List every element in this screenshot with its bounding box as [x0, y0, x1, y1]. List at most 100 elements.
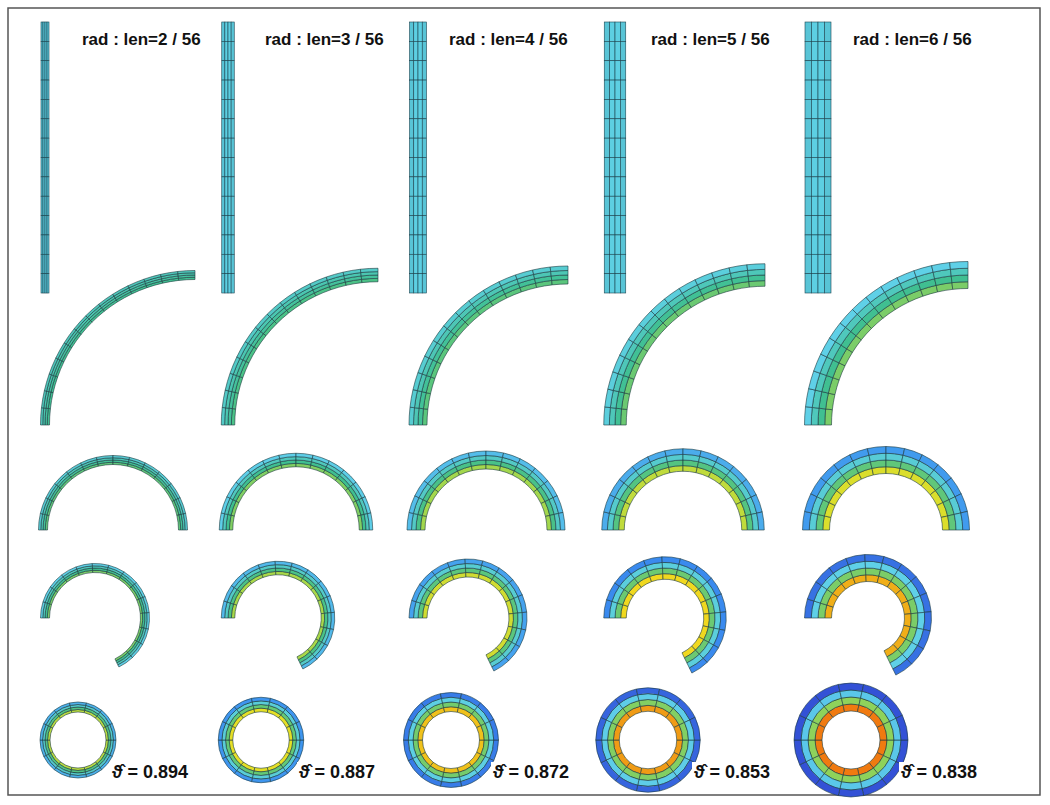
tube-cell	[838, 683, 863, 691]
tube-cell	[952, 282, 968, 290]
closed-ring	[218, 697, 304, 782]
tube-cell	[838, 789, 863, 797]
tube-cell	[222, 158, 225, 177]
tube-cell	[604, 407, 611, 425]
quarter-bent-tube	[41, 271, 196, 426]
tube-cell	[228, 274, 231, 293]
tube-cell	[47, 41, 49, 60]
tube-cell	[258, 561, 275, 568]
tube-cell	[644, 557, 662, 566]
tube-cell	[231, 22, 234, 41]
tube-cell	[825, 80, 832, 99]
tube-cell	[518, 459, 535, 472]
tube-cell	[729, 265, 747, 274]
curled-tube	[604, 557, 727, 673]
tube-cell	[830, 323, 846, 342]
tube-cell	[228, 254, 231, 273]
curled-tube	[409, 559, 527, 671]
tube-cell	[615, 80, 620, 99]
tube-cell	[219, 513, 224, 530]
tube-cell	[465, 559, 483, 565]
tube-cell	[829, 558, 848, 573]
tube-cell	[805, 158, 812, 177]
tube-cell	[409, 496, 419, 514]
tube-cell	[414, 41, 418, 60]
tube-cell	[615, 177, 620, 196]
tube-cell	[410, 216, 414, 235]
tube-cell	[639, 774, 657, 781]
tube-cell	[840, 690, 862, 698]
tube-cell	[263, 455, 280, 464]
tube-cell	[461, 694, 481, 707]
tube-cell	[178, 498, 186, 514]
tube-cell	[610, 479, 624, 497]
tube-cell	[319, 581, 331, 597]
tube-cell	[410, 254, 414, 273]
tube-cell	[418, 254, 422, 273]
tube-cell	[222, 99, 225, 118]
tube-cell	[86, 768, 102, 777]
tube-cell	[404, 740, 413, 761]
tube-cell	[882, 557, 901, 570]
tube-cell	[503, 453, 521, 463]
tube-cell	[110, 740, 116, 756]
tube-cell	[408, 759, 424, 778]
tube-cell	[532, 468, 547, 483]
tube-cell	[620, 235, 625, 254]
ratio-label: rad : len=6 / 56	[851, 30, 974, 50]
tube-cell	[222, 196, 225, 215]
tube-cell	[811, 478, 826, 497]
tube-cell	[840, 782, 862, 790]
tube-cell	[809, 371, 820, 390]
tube-cell	[49, 358, 58, 375]
tube-cell	[604, 22, 609, 41]
tube-cell	[270, 698, 288, 709]
tube-cell	[951, 275, 968, 283]
tube-cell	[807, 582, 821, 601]
tube-cell	[805, 80, 812, 99]
tube-cell	[821, 338, 836, 357]
tube-cell	[404, 719, 413, 740]
tube-cell	[225, 99, 228, 118]
tube-cell	[749, 281, 765, 287]
tube-cell	[248, 461, 264, 473]
tube-cell	[251, 778, 270, 783]
tube-cell	[707, 578, 721, 596]
tube-cell	[834, 455, 853, 470]
tube-cell	[815, 684, 839, 700]
tube-cell	[410, 390, 417, 408]
tube-cell	[46, 484, 57, 499]
half-bent-tube	[407, 451, 565, 530]
tube-cell	[638, 694, 659, 701]
tube-cell	[639, 699, 657, 706]
tube-cell	[110, 724, 116, 740]
tube-cell	[490, 719, 499, 740]
tube-cell	[615, 274, 620, 293]
tube-cell	[221, 601, 227, 618]
tube-cell	[353, 482, 365, 498]
tube-cell	[615, 776, 637, 791]
tube-cell	[843, 704, 859, 712]
tube-cell	[846, 555, 865, 565]
tube-cell	[360, 268, 378, 272]
tube-cell	[328, 461, 344, 473]
tube-cell	[418, 119, 422, 138]
tube-cell	[812, 235, 819, 254]
tube-cell	[418, 274, 422, 293]
tube-cell	[218, 721, 226, 740]
tube-cell	[231, 216, 234, 235]
tube-cell	[620, 216, 625, 235]
tube-cell	[805, 196, 812, 215]
tube-cell	[703, 645, 718, 662]
tube-cell	[418, 356, 429, 374]
tube-cell	[821, 465, 838, 482]
tube-cell	[144, 274, 161, 281]
tube-cell	[225, 41, 228, 60]
tube-cell	[228, 196, 231, 215]
tube-cell	[410, 80, 414, 99]
tube-cell	[620, 22, 625, 41]
tube-cell	[222, 707, 236, 723]
tube-cell	[422, 196, 426, 215]
tube-cell	[610, 119, 615, 138]
tube-cell	[296, 721, 304, 740]
